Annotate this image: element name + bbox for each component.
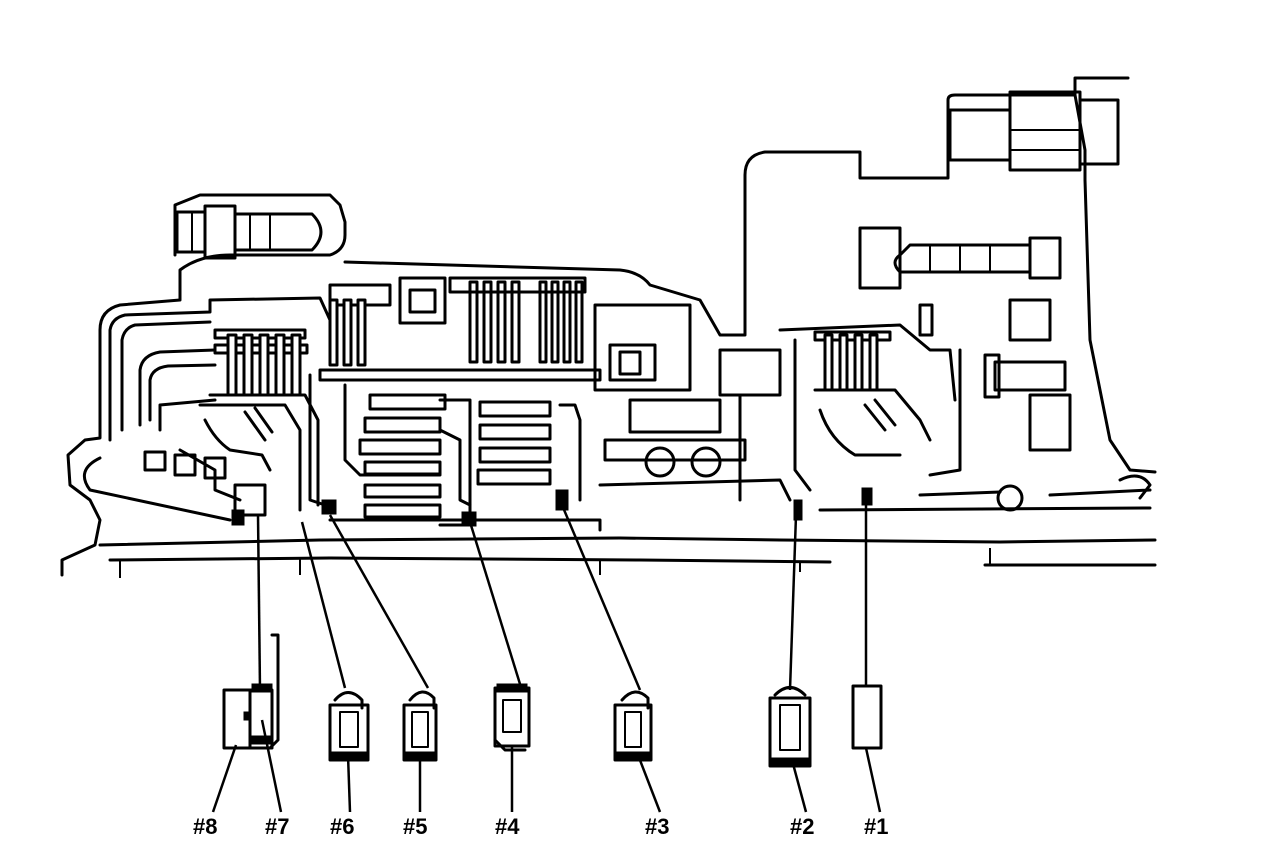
roller-bearings <box>644 446 722 478</box>
left-bolt <box>175 204 323 260</box>
right-lower-bolt <box>983 353 1067 399</box>
leader-3-down <box>636 754 662 813</box>
leader-3 <box>560 504 642 691</box>
seal-detail-4 <box>493 683 531 752</box>
leader-7 <box>260 719 283 813</box>
left-clutch-pack <box>82 296 332 526</box>
leader-5 <box>328 514 430 689</box>
seal-detail-5 <box>402 690 438 762</box>
callout-label-2: #2 <box>790 814 814 839</box>
callout-label-1: #1 <box>864 814 888 839</box>
leader-6 <box>300 521 347 689</box>
leader-8 <box>211 744 238 813</box>
seal-detail-1 <box>851 684 883 750</box>
leader-lines <box>211 500 882 813</box>
center-gear-assembly <box>308 276 602 532</box>
callout-labels: #8 #7 #6 #5 #4 #3 #2 #1 <box>193 814 888 839</box>
leader-7-up <box>256 514 262 691</box>
mid-right-bolt <box>858 226 1062 290</box>
upper-right-bolt <box>948 90 1120 172</box>
callout-label-8: #8 <box>193 814 217 839</box>
center-right-drum <box>593 303 792 502</box>
callout-label-4: #4 <box>495 814 520 839</box>
callout-label-3: #3 <box>645 814 669 839</box>
right-clutch-plates <box>823 333 879 392</box>
callout-label-7: #7 <box>265 814 289 839</box>
leader-6-down <box>346 754 352 813</box>
seal-detail-6 <box>328 691 370 762</box>
callout-label-6: #6 <box>330 814 354 839</box>
right-clutch-pack <box>778 298 1152 521</box>
leader-2 <box>788 514 798 691</box>
leader-1-down <box>864 747 882 813</box>
leader-2-down <box>790 759 808 813</box>
top-clutch-plates <box>328 280 584 367</box>
seal-detail-7 <box>248 633 280 750</box>
seal-detail-8 <box>222 688 252 750</box>
housing-outline <box>60 76 1157 578</box>
callout-label-5: #5 <box>403 814 427 839</box>
leader-4 <box>468 521 522 685</box>
seal-detail-2 <box>768 686 812 768</box>
seal-detail-3 <box>613 690 653 762</box>
